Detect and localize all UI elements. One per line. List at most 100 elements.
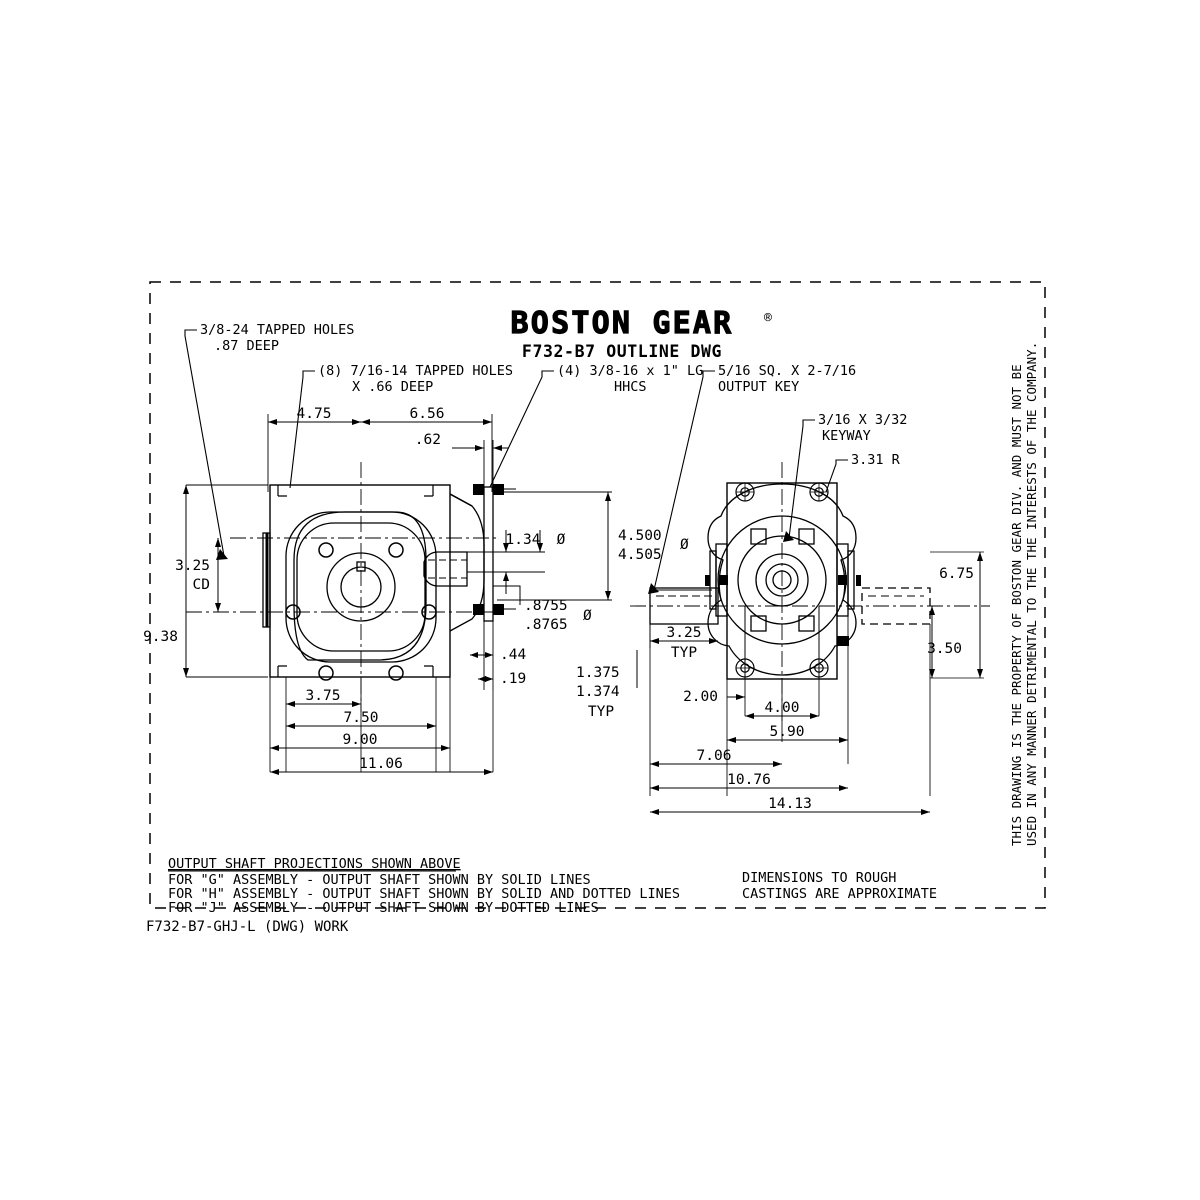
dim-0-8765: .8765 bbox=[524, 617, 568, 633]
dim-cd-label: CD bbox=[193, 577, 210, 593]
callout-radius: 3.31 R bbox=[825, 452, 901, 493]
input-shaft-stub bbox=[423, 551, 468, 587]
corner-ticks bbox=[277, 485, 434, 677]
callout-line-2: HHCS bbox=[614, 379, 647, 395]
callout-line-1: (8) 7/16-14 TAPPED HOLES bbox=[318, 363, 513, 379]
port-square bbox=[798, 615, 815, 632]
dim-3-75: 3.75 bbox=[306, 688, 341, 704]
notes-line-1: FOR "H" ASSEMBLY - OUTPUT SHAFT SHOWN BY… bbox=[168, 886, 680, 902]
dim-706: 7.06 bbox=[650, 748, 782, 767]
notes-line-0: FOR "G" ASSEMBLY - OUTPUT SHAFT SHOWN BY… bbox=[168, 872, 591, 888]
proprietary-line-2: USED IN ANY MANNER DETRIMENTAL TO THE TH… bbox=[1024, 342, 1039, 846]
title-block: BOSTON GEAR ® F732-B7 OUTLINE DWG bbox=[510, 305, 772, 361]
front-view: 4.75 6.56 .62 3.25 CD 9. bbox=[143, 406, 689, 775]
side-center-lines bbox=[630, 462, 990, 722]
dim-062: .62 bbox=[415, 432, 508, 487]
rough-castings-line-2: CASTINGS ARE APPROXIMATE bbox=[742, 886, 937, 902]
proprietary-line-1: THIS DRAWING IS THE PROPERTY OF BOSTON G… bbox=[1009, 364, 1024, 846]
callout-hhcs: (4) 3/8-16 x 1" LG HHCS bbox=[489, 363, 703, 488]
dim-6-75: 6.75 bbox=[939, 566, 974, 582]
notes-heading: OUTPUT SHAFT PROJECTIONS SHOWN ABOVE bbox=[168, 856, 461, 872]
gearcase-scalloped-outline bbox=[707, 483, 857, 676]
dim-4-00: 4.00 bbox=[765, 700, 800, 716]
proprietary-note: THIS DRAWING IS THE PROPERTY OF BOSTON G… bbox=[1009, 342, 1039, 846]
dia-symbol-2: Ø bbox=[680, 537, 689, 553]
drawing-title: F732-B7 OUTLINE DWG bbox=[522, 342, 722, 361]
dim-8755: .8755 .8765 Ø bbox=[493, 585, 592, 633]
adapter-bolt-top bbox=[473, 484, 516, 495]
callout-tapped-holes-mid: (8) 7/16-14 TAPPED HOLES X .66 DEEP bbox=[289, 363, 513, 489]
dim-typ-2: TYP bbox=[671, 645, 697, 661]
right-bearing-cap bbox=[836, 543, 861, 646]
dim-1-34: 1.34 bbox=[506, 532, 541, 548]
callout-line-1: 3/16 X 3/32 bbox=[818, 412, 907, 428]
sheet-border bbox=[149, 281, 1046, 909]
dim-9-38: 9.38 bbox=[143, 629, 178, 645]
dim-4-500: 4.500 bbox=[618, 528, 662, 544]
registered-mark: ® bbox=[764, 311, 772, 326]
dim-4500: 4.500 4.505 Ø bbox=[497, 491, 689, 601]
dim-1-374: 1.374 bbox=[576, 684, 620, 700]
left-bearing-cap bbox=[705, 543, 728, 617]
dim-11-06: 11.06 bbox=[359, 756, 403, 772]
dim-1375: 1.375 1.374 TYP bbox=[576, 650, 638, 720]
side-hidden-marks bbox=[744, 645, 820, 679]
dim-675: 6.75 bbox=[930, 551, 984, 679]
callout-line-1: 5/16 SQ. X 2-7/16 bbox=[718, 363, 856, 379]
dim-134: 1.34 Ø bbox=[467, 530, 566, 594]
dim-1076: 10.76 bbox=[650, 772, 848, 791]
callout-line-1: 3.31 R bbox=[851, 452, 901, 468]
dim-10-76: 10.76 bbox=[727, 772, 771, 788]
dim-shaft-proj: 3.25 TYP bbox=[649, 624, 718, 661]
dim-400: 4.00 bbox=[745, 700, 819, 719]
dim-9-00: 9.00 bbox=[343, 732, 378, 748]
rough-castings-line-1: DIMENSIONS TO ROUGH bbox=[742, 870, 896, 886]
port-square bbox=[750, 615, 767, 632]
dim-0-44: .44 bbox=[500, 647, 526, 663]
dim-590: 5.90 bbox=[727, 724, 848, 743]
dim-side-3-25: 3.25 bbox=[667, 625, 702, 641]
dim-4-505: 4.505 bbox=[618, 547, 662, 563]
dim-14-13: 14.13 bbox=[768, 796, 812, 812]
bolt-hole bbox=[318, 665, 334, 681]
dim-44-19: .44 .19 bbox=[470, 621, 526, 690]
dim-cd: 3.25 CD bbox=[175, 538, 221, 612]
bolt-hole bbox=[388, 665, 404, 681]
dia-symbol-1: Ø bbox=[557, 532, 566, 548]
port-square bbox=[750, 528, 767, 545]
bottom-notes: OUTPUT SHAFT PROJECTIONS SHOWN ABOVE FOR… bbox=[168, 856, 937, 916]
side-view: 3.25 TYP 2.00 4.00 bbox=[630, 462, 990, 815]
notes-line-2: FOR "J" ASSEMBLY - OUTPUT SHAFT SHOWN BY… bbox=[168, 900, 599, 916]
front-center-lines bbox=[186, 462, 500, 712]
dim-3-50: 3.50 bbox=[927, 641, 962, 657]
port-group bbox=[750, 528, 815, 632]
dia-symbol-3: Ø bbox=[583, 608, 592, 624]
bolt-hole bbox=[388, 542, 404, 558]
brand-logotype: BOSTON GEAR ® bbox=[510, 305, 772, 341]
dim-bottom-stack: 3.75 7.50 9.00 11.06 bbox=[269, 677, 494, 775]
dim-0-19: .19 bbox=[500, 671, 526, 687]
callout-line-1: 3/8-24 TAPPED HOLES bbox=[200, 322, 354, 338]
callout-line-2: .87 DEEP bbox=[214, 338, 279, 354]
input-adapter bbox=[423, 484, 516, 632]
callout-keyway: 3/16 X 3/32 KEYWAY bbox=[783, 412, 907, 542]
callout-output-key: 5/16 SQ. X 2-7/16 OUTPUT KEY bbox=[648, 363, 856, 594]
callout-line-2: KEYWAY bbox=[822, 428, 871, 444]
dim-7-06: 7.06 bbox=[697, 748, 732, 764]
side-ext-lines bbox=[649, 616, 931, 796]
dim-7-50: 7.50 bbox=[344, 710, 379, 726]
dim-2-00: 2.00 bbox=[683, 689, 718, 705]
dim-0-8755: .8755 bbox=[524, 598, 568, 614]
callout-line-2: X .66 DEEP bbox=[352, 379, 433, 395]
dim-1413: 14.13 bbox=[650, 796, 930, 815]
callout-line-1: (4) 3/8-16 x 1" LG bbox=[557, 363, 703, 379]
dim-200: 2.00 bbox=[683, 689, 745, 705]
dim-typ-1: TYP bbox=[588, 704, 614, 720]
bolt-hole bbox=[318, 542, 334, 558]
dim-938: 9.38 bbox=[143, 484, 268, 678]
adapter-bolt-bottom bbox=[473, 604, 516, 615]
dim-1-375: 1.375 bbox=[576, 665, 620, 681]
dim-3-25-cd: 3.25 bbox=[175, 558, 210, 574]
brand-text: BOSTON GEAR bbox=[511, 306, 734, 341]
